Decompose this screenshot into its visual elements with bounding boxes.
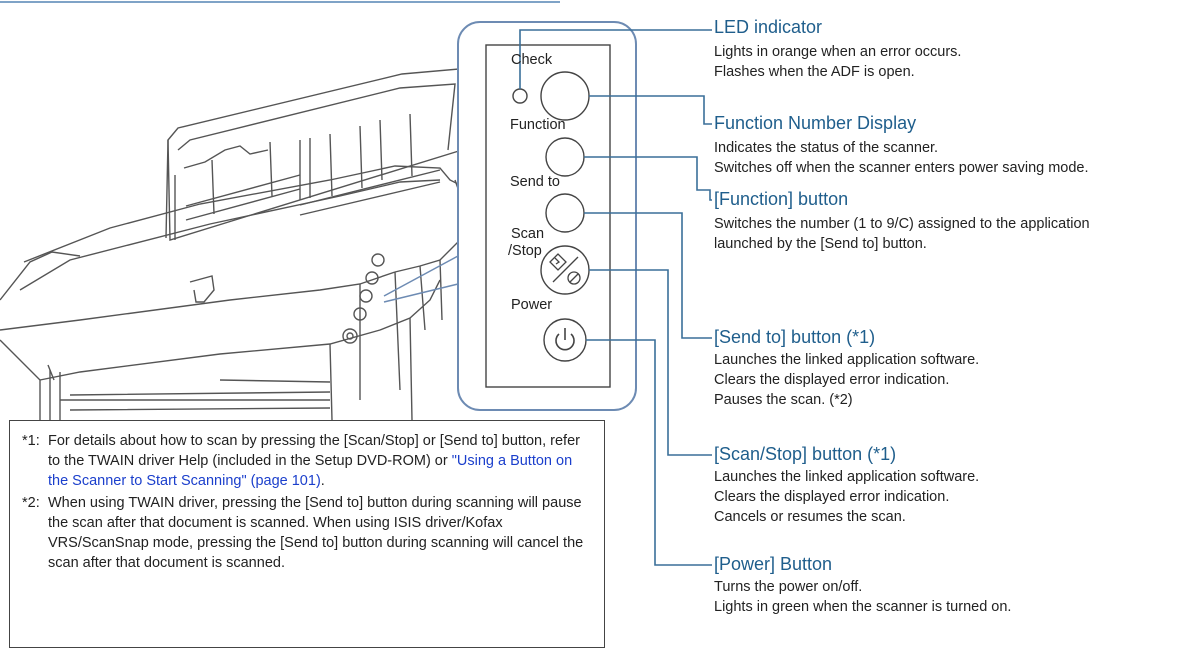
callout-line: Lights in green when the scanner is turn… xyxy=(714,599,1012,615)
callout-line: Pauses the scan. (*2) xyxy=(714,392,853,408)
zoom-lines xyxy=(383,255,459,303)
callout-line: launched by the [Send to] button. xyxy=(714,236,927,252)
footnote-1-text: For details about how to scan by pressin… xyxy=(48,433,580,469)
scan-label: Scan xyxy=(511,226,545,242)
callout-send-to-button: [Send to] button (*1) Launches the linke… xyxy=(714,327,979,410)
callout-line: Flashes when the ADF is open. xyxy=(714,64,915,80)
callout-line: Launches the linked application software… xyxy=(714,469,980,485)
footnote-1-end: . xyxy=(320,473,325,489)
footnote-box: *1: For details about how to scan by pre… xyxy=(9,420,605,648)
callout-power-button: [Power] Button Turns the power on/off. L… xyxy=(714,554,1011,617)
send-to-label: Send to xyxy=(510,174,560,190)
callout-line: Switches the number (1 to 9/C) assigned … xyxy=(714,216,1090,232)
callout-title: [Power] Button xyxy=(714,554,833,574)
function-label: Function xyxy=(510,117,566,133)
leader-lines xyxy=(519,29,712,566)
callout-function-number-display: Function Number Display Indicates the st… xyxy=(714,113,1089,178)
callout-line: Lights in orange when an error occurs. xyxy=(714,44,962,60)
callout-line: Clears the displayed error indication. xyxy=(714,489,950,505)
footnote-1-mark: *1: xyxy=(22,433,40,449)
callout-title: Function Number Display xyxy=(714,113,917,133)
callout-title: [Function] button xyxy=(714,189,849,209)
footnote-1-link[interactable]: "Using a Button on the Scanner to Start … xyxy=(48,453,573,489)
led-indicator xyxy=(512,88,528,104)
footnote-2: *2: When using TWAIN driver, pressing th… xyxy=(22,493,594,573)
function-number-display xyxy=(540,71,590,121)
callout-line: Switches off when the scanner enters pow… xyxy=(714,160,1089,176)
check-label: Check xyxy=(511,52,553,68)
function-button[interactable] xyxy=(545,137,585,177)
scan-stop-button[interactable] xyxy=(540,245,590,295)
callout-function-button: [Function] button Switches the number (1… xyxy=(714,189,1090,254)
callout-led-indicator: LED indicator Lights in orange when an e… xyxy=(714,17,961,82)
callout-title: LED indicator xyxy=(714,17,823,37)
footnote-2-text: When using TWAIN driver, pressing the [S… xyxy=(48,495,584,571)
footnote-2-mark: *2: xyxy=(22,495,40,511)
power-button[interactable] xyxy=(543,318,587,362)
callout-title: [Scan/Stop] button (*1) xyxy=(714,444,897,464)
callout-line: Cancels or resumes the scan. xyxy=(714,509,906,525)
power-label: Power xyxy=(511,297,553,313)
callout-scan-stop-button: [Scan/Stop] button (*1) Launches the lin… xyxy=(714,444,979,527)
callout-line: Clears the displayed error indication. xyxy=(714,372,950,388)
scanner-illustration xyxy=(0,67,471,421)
footnote-1: *1: For details about how to scan by pre… xyxy=(22,431,594,491)
callout-line: Indicates the status of the scanner. xyxy=(714,140,939,156)
callout-line: Launches the linked application software… xyxy=(714,352,980,368)
power-icon xyxy=(555,328,575,351)
send-to-button[interactable] xyxy=(545,193,585,233)
scan-stop-icon xyxy=(549,253,581,285)
callout-title: [Send to] button (*1) xyxy=(714,327,876,347)
stop-label: /Stop xyxy=(508,243,542,259)
callout-line: Turns the power on/off. xyxy=(714,579,863,595)
